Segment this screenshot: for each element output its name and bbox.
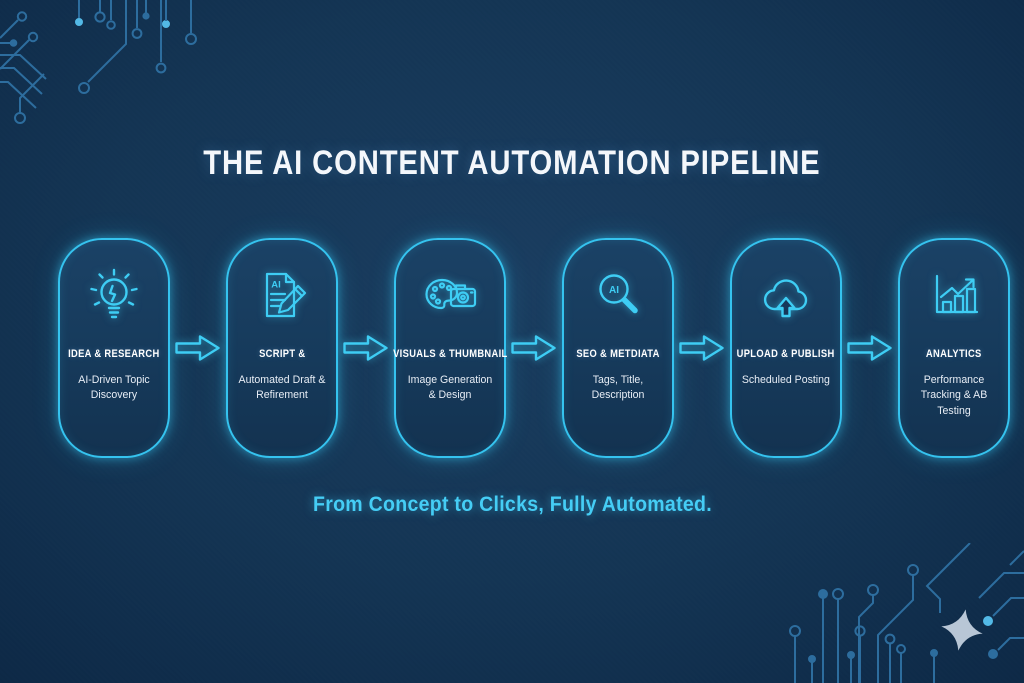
sparkle-star xyxy=(941,609,983,651)
circuit-board-bottomright-decoration xyxy=(789,543,1024,683)
step-subtitle: Image Generation & Design xyxy=(407,374,493,402)
pipeline-step-visuals-thumbnail: VISUALS & THUMBNAIL Image Generation & D… xyxy=(392,238,508,458)
step-title: IDEA & RESEARCH xyxy=(68,348,160,360)
step-title: VISUALS & THUMBNAIL xyxy=(392,348,508,360)
pipeline-step-analytics: ANALYTICS Performance Tracking & AB Test… xyxy=(898,238,1010,458)
flow-arrow-icon xyxy=(343,335,388,361)
step-subtitle: Performance Tracking & AB Testing xyxy=(920,374,988,417)
flow-arrow-icon xyxy=(847,335,892,361)
step-title: UPLOAD & PUBLISH xyxy=(737,348,835,360)
ai-magnifier-icon: AI xyxy=(599,274,638,314)
step-title: SCRIPT & xyxy=(258,348,306,360)
step-subtitle: AI-Driven Topic Discovery xyxy=(78,374,150,402)
pipeline-step-idea-research: IDEA & RESEARCH AI-Driven Topic Discover… xyxy=(58,238,170,458)
flow-arrow-icon xyxy=(175,335,220,361)
flow-arrow-icon xyxy=(511,335,556,361)
magnifier-ai-label: AI xyxy=(609,285,619,296)
step-title: SEO & METDIATA xyxy=(576,348,660,360)
lightbulb-icon xyxy=(90,268,138,319)
page-title: THE AI CONTENT AUTOMATION PIPELINE xyxy=(203,144,821,182)
step-subtitle: Scheduled Posting xyxy=(741,374,831,386)
cloud-upload-icon xyxy=(763,279,808,318)
palette-camera-icon xyxy=(425,278,477,310)
tagline: From Concept to Clicks, Fully Automated. xyxy=(312,493,712,516)
step-title: ANALYTICS xyxy=(926,348,982,360)
script-doc-ai-label: AI xyxy=(271,280,281,291)
pipeline-step-upload-publish: UPLOAD & PUBLISH Scheduled Posting xyxy=(730,238,842,458)
step-subtitle: Tags, Title, Description xyxy=(591,374,645,402)
step-subtitle: Automated Draft & Refirement xyxy=(238,374,326,402)
pipeline-step-script: AI SCRIPT & Automated Draft & Refirement xyxy=(226,238,338,458)
script-pencil-icon: AI xyxy=(265,272,307,318)
pipeline-step-seo-metadata: AI SEO & METDIATA Tags, Title, Descripti… xyxy=(562,238,674,458)
pipeline: IDEA & RESEARCH AI-Driven Topic Discover… xyxy=(58,238,1010,458)
analytics-chart-icon xyxy=(935,274,979,314)
flow-arrow-icon xyxy=(679,335,724,361)
